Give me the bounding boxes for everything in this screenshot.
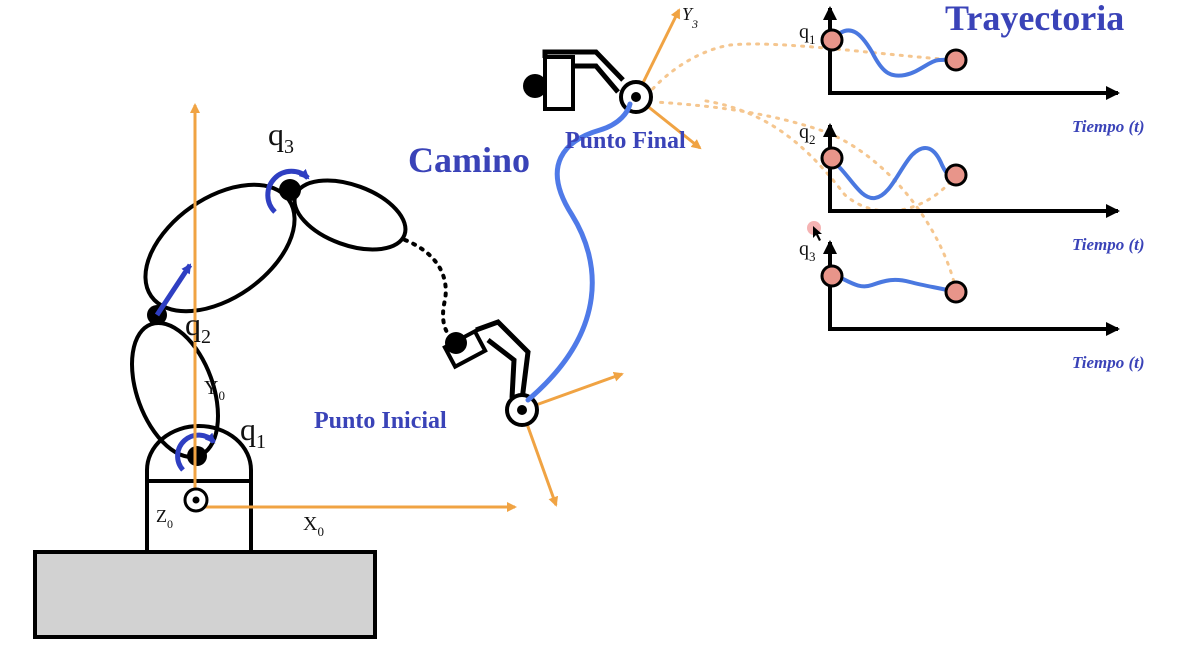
gripper-initial <box>442 319 531 401</box>
label-punto-inicial: Punto Inicial <box>314 408 447 434</box>
frame-initial-origin-dot <box>517 405 527 415</box>
title-trayectoria: Trayectoria <box>945 0 1124 38</box>
plot-q1-xlabel: Tiempo (t) <box>1072 117 1145 136</box>
plot-q2-xlabel: Tiempo (t) <box>1072 235 1145 254</box>
rotation-arrow-q2 <box>154 263 193 317</box>
plot-q3 <box>820 240 1120 336</box>
axis-z0-dot <box>192 496 200 504</box>
camino-path <box>525 101 633 403</box>
joint-q1 <box>187 446 207 466</box>
gripper-final <box>523 49 625 111</box>
plot-q3-start-marker <box>820 264 844 288</box>
plot-q1 <box>820 6 1120 100</box>
mapping-dots-q3 <box>653 100 958 292</box>
robot-base-platform <box>33 550 377 639</box>
frame-final-origin-dot <box>631 92 641 102</box>
plot-q1-start-marker <box>820 28 844 52</box>
plot-q2-start-marker <box>820 146 844 170</box>
label-punto-final: Punto Final <box>565 128 686 154</box>
plot-q2-ylabel: q2 <box>799 121 816 147</box>
plot-q3-curve <box>831 272 957 294</box>
rotation-arrow-q3 <box>265 168 310 214</box>
plot-q2-end-marker <box>944 163 968 187</box>
rotation-arrow-q1 <box>175 432 216 472</box>
plot-q3-ylabel: q3 <box>799 238 816 264</box>
plot-q3-end-marker <box>944 280 968 304</box>
label-z0: Z0 <box>156 506 173 531</box>
mapping-dots-q1 <box>648 42 958 94</box>
plot-q1-curve <box>830 28 957 78</box>
arm-extension-dots <box>403 238 457 342</box>
robot-link-3 <box>292 178 408 252</box>
label-q1: q1 <box>240 411 266 453</box>
mapping-dots-q2 <box>698 98 958 213</box>
plot-q2-curve <box>830 145 957 201</box>
label-q2: q2 <box>185 306 211 348</box>
label-y3: Y3 <box>682 4 698 31</box>
label-x0: X0 <box>303 513 324 539</box>
plot-q3-xlabel: Tiempo (t) <box>1072 353 1145 372</box>
frame-initial-axis-a <box>521 372 624 412</box>
label-y0: Y0 <box>204 377 225 403</box>
cursor-arrow-icon <box>813 226 822 241</box>
label-q3: q3 <box>268 116 294 158</box>
plot-q2 <box>820 123 1120 218</box>
label-camino: Camino <box>408 140 530 180</box>
plot-q1-ylabel: q1 <box>799 21 816 47</box>
plot-q1-end-marker <box>944 48 968 72</box>
joint-q3 <box>279 179 301 201</box>
